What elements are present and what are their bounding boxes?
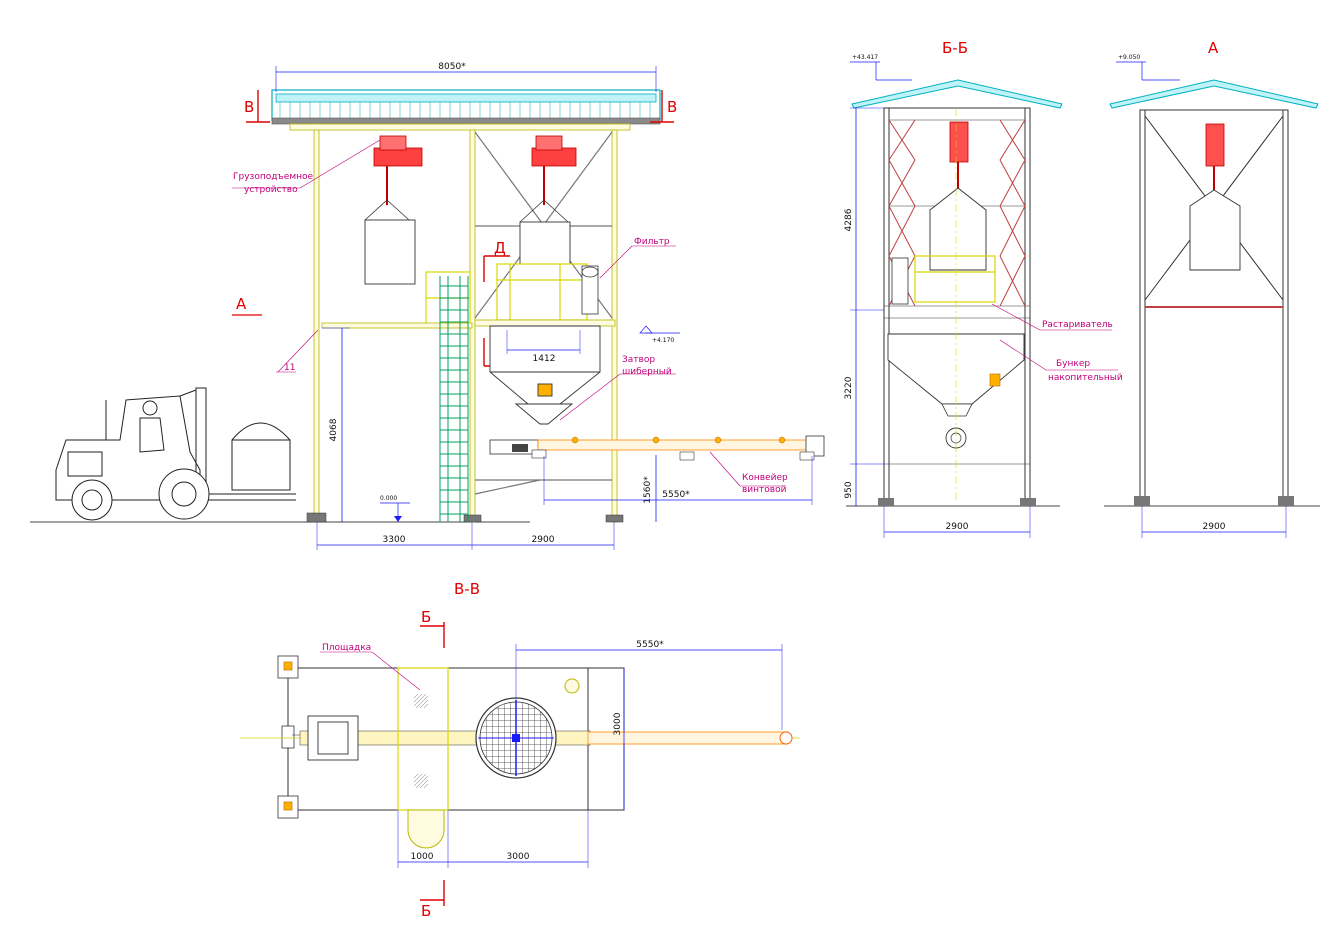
dim-2900-main-label: 2900 — [532, 535, 555, 545]
forklift-illustration — [55, 387, 296, 521]
dim-1560: 1560* — [643, 455, 657, 522]
screw-conveyor — [489, 435, 825, 461]
elevation-ground: 0.000 — [380, 495, 410, 522]
a-dim-2900-label: 2900 — [1203, 522, 1226, 532]
elevation-bb-top: +43.417 — [850, 54, 912, 81]
callout-gate: Затвор шиберный — [559, 355, 676, 421]
mark-11-label: 11 — [284, 363, 295, 373]
dim-3300-label: 3300 — [383, 535, 406, 545]
callout-debagger-label: Растариватель — [1042, 320, 1113, 330]
elevation-platform: +4.170 — [639, 325, 680, 344]
view-a: А +9.050 2900 — [1104, 39, 1320, 538]
access-ladder — [439, 276, 469, 522]
elevation-a-label: +9.050 — [1118, 54, 1140, 61]
callout-debagger: Растариватель — [991, 303, 1113, 331]
plan-dim-3000-v: 3000 — [613, 668, 625, 810]
bb-dim-width: 2900 — [883, 506, 1031, 538]
hoist-left — [364, 135, 423, 285]
bb-dims-vertical: 4286 3220 950 — [844, 107, 884, 506]
dim-1412-label: 1412 — [533, 354, 556, 364]
roof-truss — [271, 89, 661, 125]
plan-dim-1000-label: 1000 — [411, 852, 434, 862]
dim-1412: 1412 — [506, 330, 581, 364]
callout-hopper-line2: накопительный — [1048, 373, 1123, 383]
callout-conveyor-line2: винтовой — [742, 485, 787, 495]
callout-platform-label: Площадка — [322, 643, 371, 653]
dim-1560-label: 1560* — [643, 476, 653, 504]
bb-dim-4286-label: 4286 — [844, 208, 854, 231]
plan-vv-view: В-В Б Б — [240, 580, 800, 920]
callout-hoist: Грузоподъемное устройство — [232, 139, 381, 195]
bb-dim-3220-label: 3220 — [844, 376, 854, 399]
section-mark-d-top: Д — [483, 239, 510, 282]
section-mark-b-top: Б — [420, 608, 445, 648]
callout-filter-label: Фильтр — [634, 237, 670, 247]
section-v-right-label: В — [667, 98, 677, 116]
hoist-right — [519, 135, 577, 265]
section-mark-v-left: В — [244, 90, 270, 123]
callout-conveyor-line1: Конвейер — [742, 473, 788, 483]
a-dim-width: 2900 — [1141, 506, 1287, 538]
elevation-a-top: +9.050 — [1116, 54, 1180, 81]
section-b-top-label: Б — [421, 608, 431, 626]
section-b-bottom-label: Б — [421, 902, 431, 920]
plan-dim-3000-v-label: 3000 — [613, 712, 623, 735]
sieve-grid — [475, 697, 557, 779]
section-mark-b-bottom: Б — [420, 880, 445, 920]
section-vv-title: В-В — [454, 580, 480, 598]
callout-hoist-line1: Грузоподъемное — [233, 172, 314, 182]
callout-hopper: Бункер накопительный — [999, 339, 1123, 383]
elevation-bb-label: +43.417 — [852, 54, 878, 61]
view-a-title: А — [1208, 39, 1219, 57]
callout-platform: Площадка — [320, 643, 421, 691]
callout-gate-line2: шиберный — [622, 367, 672, 377]
dim-4068-label: 4068 — [329, 418, 339, 441]
dim-5550-label: 5550* — [662, 490, 690, 500]
section-d-top-label: Д — [494, 239, 506, 257]
main-elevation-view: 8050* В В — [30, 62, 825, 550]
debagger-station — [425, 263, 588, 325]
dim-bays: 3300 2900 — [316, 522, 615, 550]
plan-dim-3000-h-label: 3000 — [507, 852, 530, 862]
section-mark-v-right: В — [650, 90, 677, 123]
callout-conveyor: Конвейер винтовой — [709, 451, 788, 495]
bb-side-bracing — [888, 119, 1026, 307]
plan-dim-5550-label: 5550* — [636, 640, 664, 650]
plan-dim-5550: 5550* — [515, 640, 783, 730]
dim-8050-label: 8050* — [438, 62, 466, 72]
elevation-ground-label: 0.000 — [380, 495, 397, 502]
filter-unit — [581, 265, 599, 315]
dim-total-width: 8050* — [275, 62, 657, 92]
dim-4068: 4068 — [322, 327, 350, 522]
callout-hopper-line1: Бункер — [1056, 359, 1090, 369]
dim-5550: 5550* — [543, 456, 813, 505]
bb-dim-2900-label: 2900 — [946, 522, 969, 532]
callout-filter: Фильтр — [599, 237, 676, 279]
section-bb-title: Б-Б — [942, 39, 968, 57]
section-bb-view: Б-Б +43.417 — [844, 39, 1123, 538]
elevation-platform-label: +4.170 — [652, 337, 674, 344]
plan-dim-bottom: 1000 3000 — [397, 810, 589, 868]
callout-gate-line1: Затвор — [622, 355, 655, 365]
section-v-left-label: В — [244, 98, 254, 116]
view-arrow-a: А — [232, 295, 262, 316]
storage-hopper — [489, 325, 601, 425]
view-a-label: А — [236, 295, 247, 313]
callout-hoist-line2: устройство — [244, 185, 298, 195]
mark-11: 11 — [276, 329, 319, 373]
bb-dim-950-label: 950 — [844, 481, 854, 498]
